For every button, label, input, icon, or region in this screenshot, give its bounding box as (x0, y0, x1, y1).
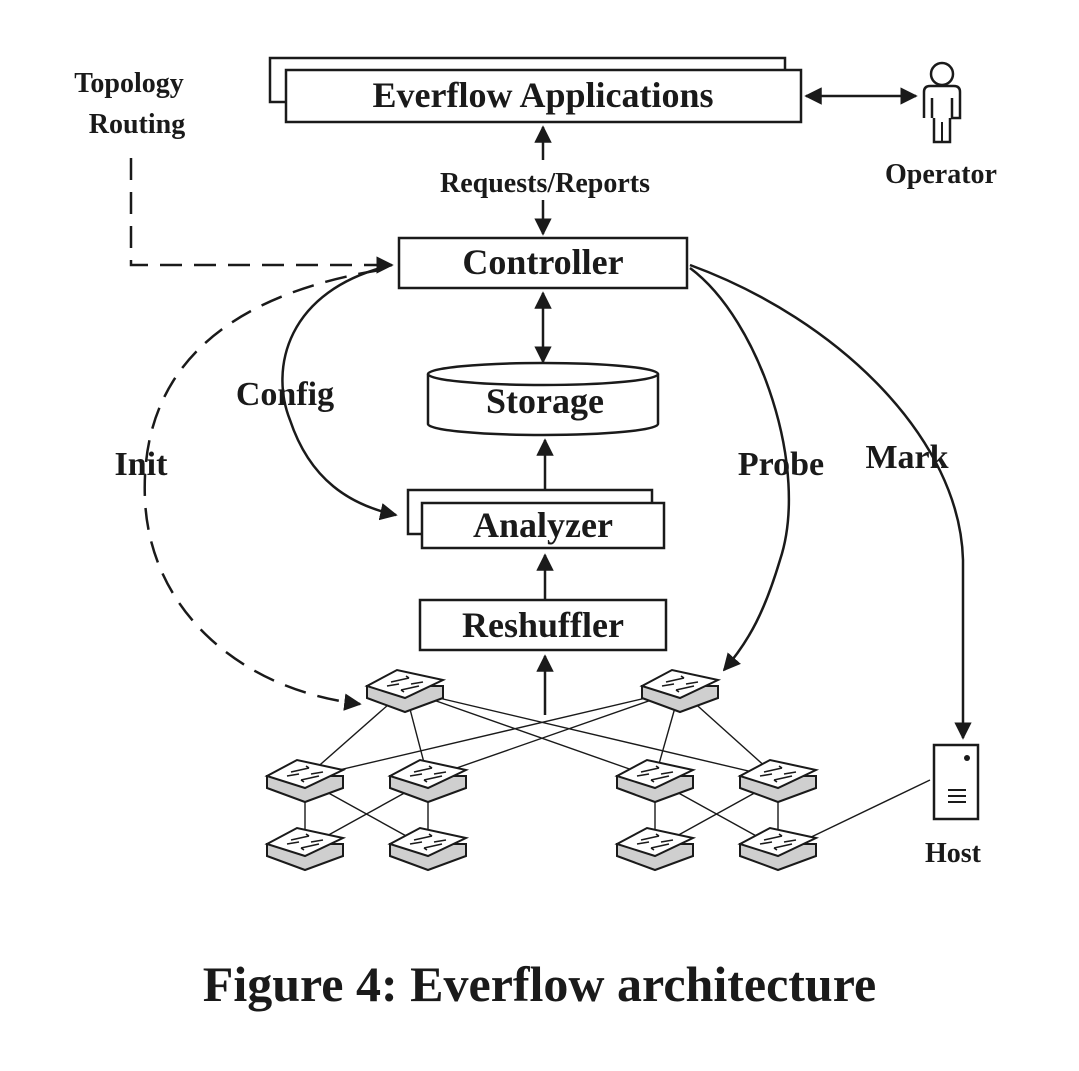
reshuffler-label: Reshuffler (462, 605, 624, 645)
controller-label: Controller (462, 242, 623, 282)
host-label: Host (925, 838, 982, 869)
analyzer-node: Analyzer (406, 488, 666, 550)
controller-node: Controller (397, 236, 689, 290)
figure-caption: Figure 4: Everflow architecture (202, 956, 877, 1012)
network-links (304, 689, 931, 849)
switch-icon-agg-3 (616, 759, 694, 803)
topology-label: Topology (74, 68, 183, 99)
config-label: Config (236, 376, 334, 413)
switch-icon-agg-4 (739, 759, 817, 803)
applications-node: Everflow Applications (268, 56, 803, 124)
switch-icon-agg-2 (389, 759, 467, 803)
mark-arrow (689, 263, 972, 740)
switch-icon-tor-3 (616, 827, 694, 871)
host-server-icon (932, 743, 980, 821)
operator-icon (922, 61, 962, 144)
probe-label: Probe (738, 446, 824, 483)
switch-icon-tor-1 (266, 827, 344, 871)
storage-node: Storage (426, 361, 660, 437)
routing-label: Routing (89, 109, 185, 140)
storage-label: Storage (486, 381, 604, 421)
switch-icon-core-1 (366, 669, 444, 713)
probe-arrow (689, 266, 791, 672)
switch-icon-core-2 (641, 669, 719, 713)
topology-arrow (129, 158, 394, 274)
applications-label: Everflow Applications (372, 75, 713, 115)
init-arrow (143, 268, 381, 711)
switch-icon-tor-2 (389, 827, 467, 871)
switch-icon-tor-4 (739, 827, 817, 871)
init-label: Init (115, 446, 169, 483)
reshuffler-node: Reshuffler (418, 598, 668, 652)
requests-reports-label: Requests/Reports (440, 168, 650, 199)
config-arrow (281, 263, 398, 521)
operator-label: Operator (885, 159, 997, 190)
analyzer-label: Analyzer (473, 505, 613, 545)
switch-icon-agg-1 (266, 759, 344, 803)
mark-label: Mark (865, 439, 948, 476)
